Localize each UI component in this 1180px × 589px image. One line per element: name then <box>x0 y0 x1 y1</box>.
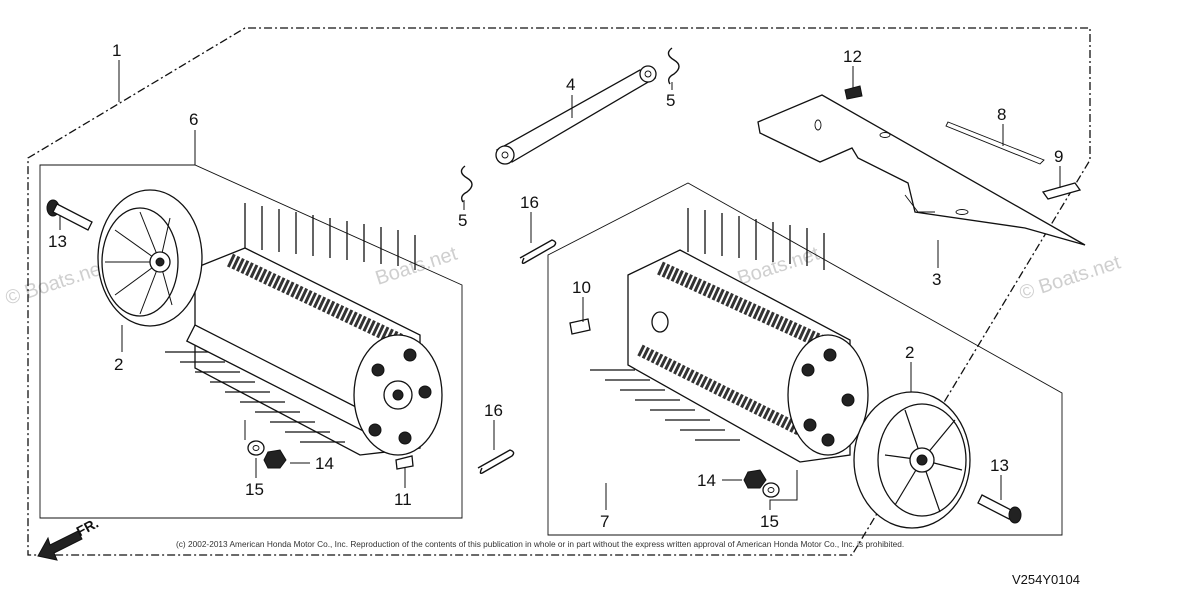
nut-left <box>263 449 287 469</box>
callout-5-mid: 5 <box>458 211 467 230</box>
r-pin-bottom <box>477 449 515 475</box>
label-12-sticker <box>844 85 863 100</box>
callout-5-top: 5 <box>666 91 675 110</box>
assembly-outline <box>27 27 1091 556</box>
cover-plate <box>757 94 1086 246</box>
wheel-right <box>853 391 971 529</box>
callout-14-left: 14 <box>315 454 334 473</box>
callout-7: 7 <box>600 512 609 531</box>
callout-16-bottom: 16 <box>484 401 503 420</box>
left-reel-outline <box>39 164 463 519</box>
watermark-right: © Boats.net <box>1017 251 1124 304</box>
callout-4: 4 <box>566 75 575 94</box>
washer-right <box>762 482 780 498</box>
callout-9: 9 <box>1054 147 1063 166</box>
right-reel-outline <box>547 182 1063 536</box>
callout-6: 6 <box>189 110 198 129</box>
callout-14-right: 14 <box>697 471 716 490</box>
callout-2-right: 2 <box>905 343 914 362</box>
label-11-sticker <box>395 455 414 470</box>
callout-11: 11 <box>394 490 412 509</box>
callout-15-right: 15 <box>760 512 779 531</box>
nut-right <box>743 469 767 489</box>
rod <box>495 65 657 165</box>
bolt-left <box>46 199 93 231</box>
clip-mid <box>460 165 473 203</box>
diagram-code: V254Y0104 <box>1012 572 1080 587</box>
watermark-left: © Boats.net <box>3 256 110 309</box>
leader-lines <box>59 60 1061 510</box>
copyright-notice: (c) 2002-2013 American Honda Motor Co., … <box>176 539 905 549</box>
callout-13-left: 13 <box>48 232 67 251</box>
callout-15-left: 15 <box>245 480 264 499</box>
label-9-sticker <box>1041 182 1082 200</box>
callout-13-right: 13 <box>990 456 1009 475</box>
watermark-center-left: Boats.net <box>373 243 461 290</box>
callout-8: 8 <box>997 105 1006 124</box>
callout-16-top: 16 <box>520 193 539 212</box>
callout-1: 1 <box>112 41 121 60</box>
callout-3: 3 <box>932 270 941 289</box>
callout-12: 12 <box>843 47 862 66</box>
clip-top <box>667 47 680 85</box>
direction-arrow-icon <box>37 530 83 561</box>
label-10-sticker <box>569 318 591 335</box>
watermark-center-right: Boats.net <box>735 243 823 290</box>
callout-2-left: 2 <box>114 355 123 374</box>
bolt-right <box>977 494 1022 524</box>
wheel-left <box>97 189 203 327</box>
label-8-sticker <box>945 121 1045 165</box>
callout-10: 10 <box>572 278 591 297</box>
right-reel <box>590 208 869 463</box>
washer-left <box>247 440 265 456</box>
left-reel <box>165 203 443 456</box>
r-pin-top <box>519 239 557 265</box>
